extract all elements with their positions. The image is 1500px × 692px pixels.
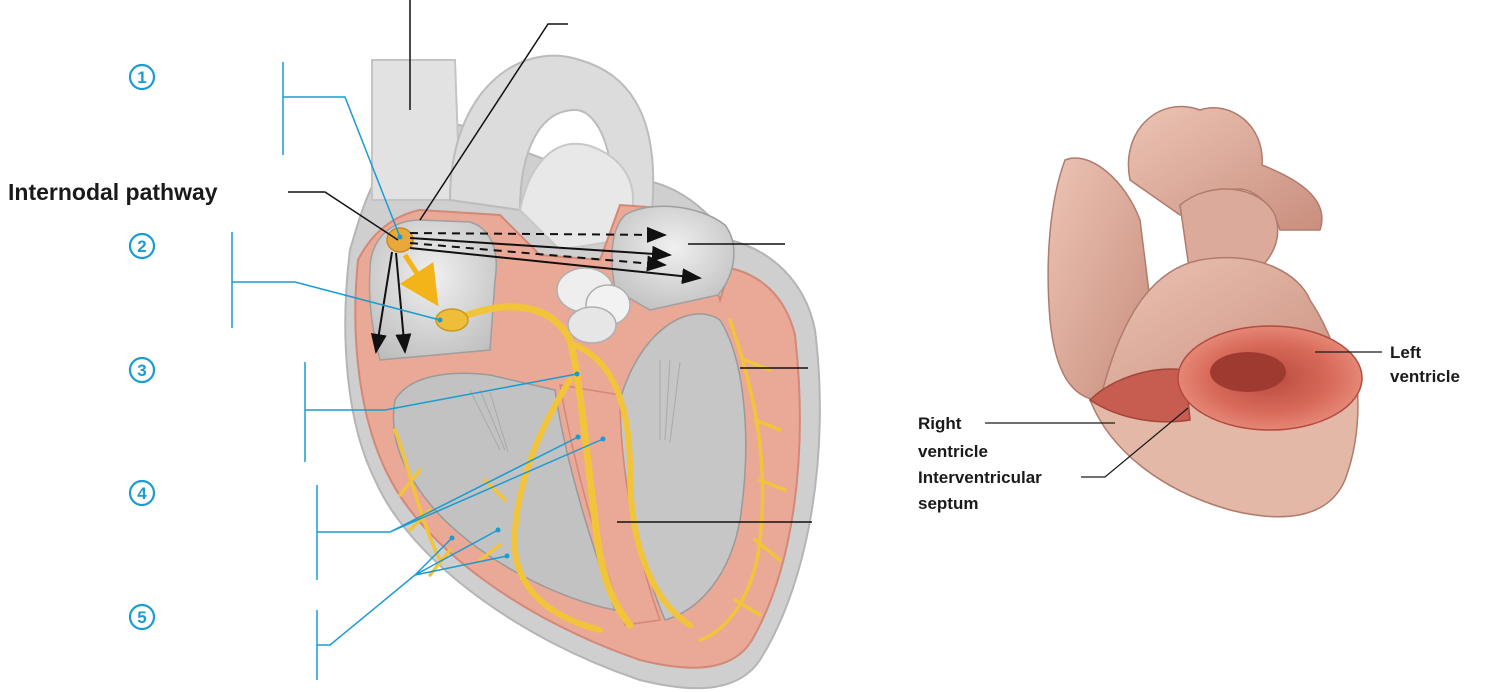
svg-text:1: 1 <box>137 68 146 87</box>
sa-node <box>387 228 413 252</box>
heart-cross-section: Internodal pathway 1 2 3 4 5 <box>8 0 820 688</box>
label-septum-1: Interventricular <box>918 468 1042 487</box>
step-marker-1: 1 <box>130 65 154 89</box>
heart-external-cut: Left ventricle Right ventricle Intervent… <box>918 106 1460 516</box>
label-septum-2: septum <box>918 494 978 513</box>
label-left-ventricle-2: ventricle <box>1390 367 1460 386</box>
svg-text:5: 5 <box>137 608 146 627</box>
step-marker-4: 4 <box>130 481 154 505</box>
step-marker-2: 2 <box>130 234 154 258</box>
left-ventricle-lumen <box>1210 352 1286 392</box>
step-marker-3: 3 <box>130 358 154 382</box>
svg-text:3: 3 <box>137 361 146 380</box>
left-atrium <box>612 206 734 310</box>
svg-text:2: 2 <box>137 237 146 256</box>
svg-text:4: 4 <box>137 484 147 503</box>
internodal-pathway-label: Internodal pathway <box>8 179 218 205</box>
step-marker-5: 5 <box>130 605 154 629</box>
label-left-ventricle-1: Left <box>1390 343 1422 362</box>
label-right-ventricle-1: Right <box>918 414 962 433</box>
label-right-ventricle-2: ventricle <box>918 442 988 461</box>
